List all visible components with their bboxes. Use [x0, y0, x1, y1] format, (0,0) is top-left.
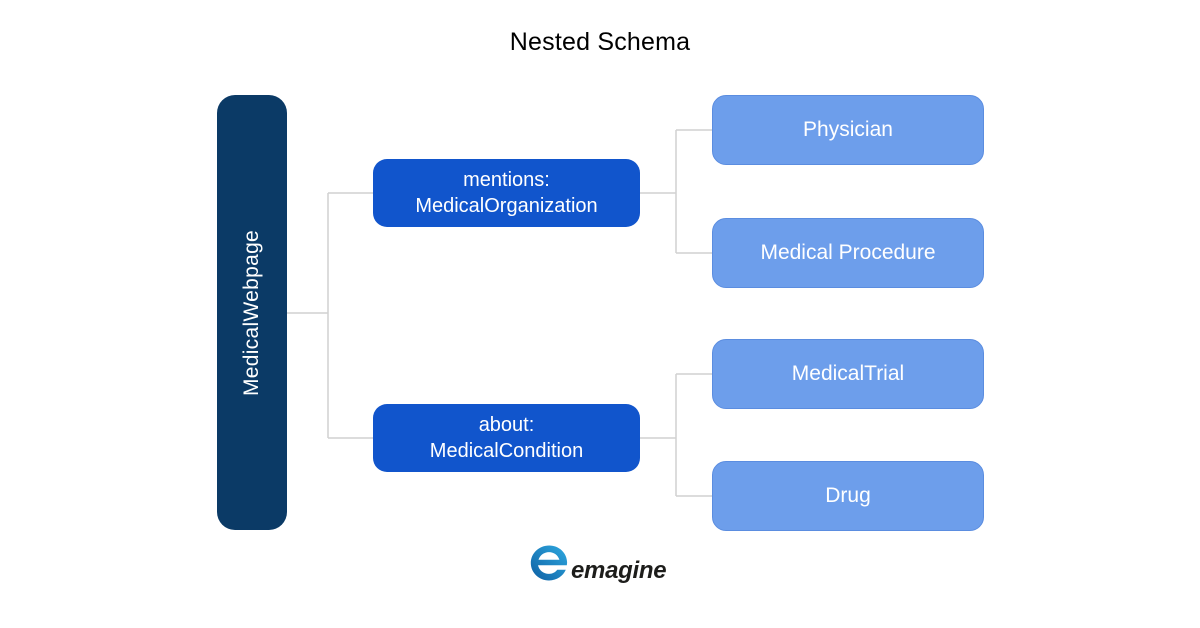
branch-node-about-medicalcondition: about: MedicalCondition	[373, 404, 640, 472]
branch-label-line1: mentions:	[463, 169, 550, 191]
leaf-node-label: MedicalTrial	[791, 362, 905, 385]
branch-label-line1: about:	[478, 414, 535, 436]
branch-label-line2: MedicalCondition	[429, 440, 584, 462]
leaf-node-label: Physician	[803, 118, 893, 141]
leaf-node-medicaltrial: MedicalTrial	[712, 339, 984, 409]
leaf-node-medical-procedure: Medical Procedure	[712, 218, 984, 288]
leaf-node-label: Drug	[825, 484, 871, 507]
emagine-logo: emagine	[528, 543, 667, 588]
diagram-title: Nested Schema	[509, 28, 691, 56]
branch-label-line2: MedicalOrganization	[415, 195, 598, 217]
root-node-label: MedicalWebpage	[240, 229, 263, 396]
leaf-node-physician: Physician	[712, 95, 984, 165]
emagine-logo-text: emagine	[571, 556, 667, 584]
emagine-swirl-e-icon	[528, 543, 570, 588]
branch-node-mentions-medicalorganization: mentions: MedicalOrganization	[373, 159, 640, 227]
leaf-node-label: Medical Procedure	[760, 241, 936, 264]
leaf-node-drug: Drug	[712, 461, 984, 531]
root-node-medicalwebpage: MedicalWebpage	[217, 95, 287, 530]
